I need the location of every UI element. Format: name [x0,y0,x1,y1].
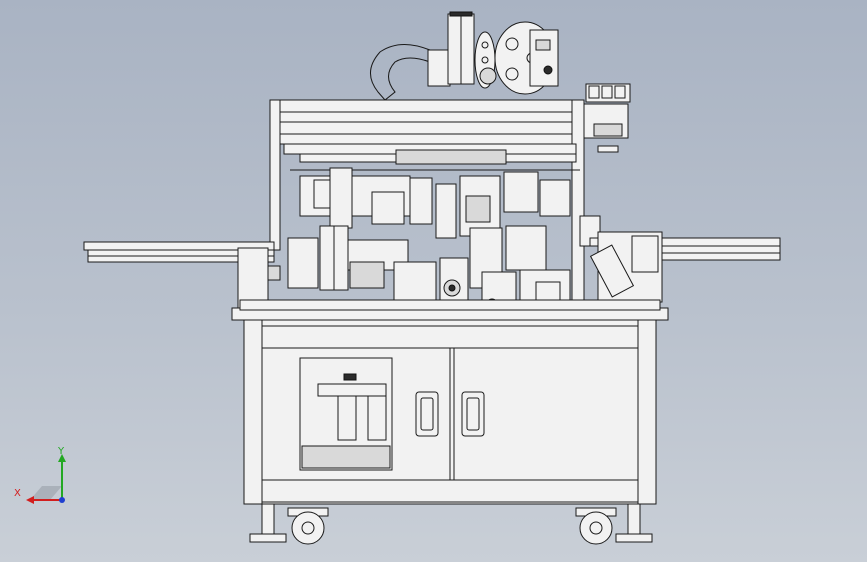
vertical-column [447,11,475,85]
z-axis-dot [59,497,65,503]
table-top [231,299,669,321]
gantry-frame [269,99,585,301]
mid-mechanisms [265,167,601,310]
cabinet-window [299,357,393,471]
tape-reel-assembly [474,21,559,95]
y-axis-label: Y [57,446,65,457]
right-conveyor [589,231,781,303]
axis-triad: Y X [14,446,66,504]
valve-block [581,83,631,153]
cable-carrier-loop [370,44,451,101]
left-conveyor [83,241,275,309]
door-handles [415,391,485,437]
feet-and-casters [249,503,653,545]
x-axis-label: X [14,488,21,499]
